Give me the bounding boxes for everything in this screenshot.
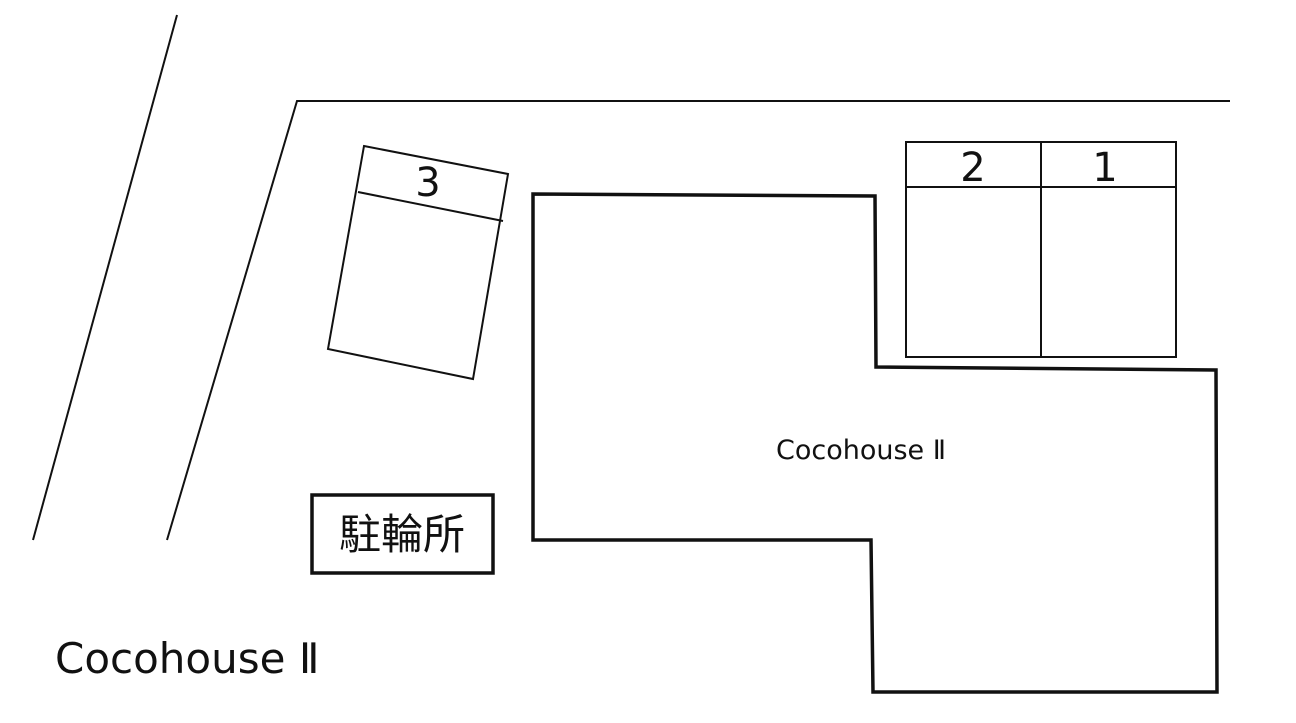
parking-space-3: 3 xyxy=(326,144,510,381)
parking-spaces-1-2: 2 1 xyxy=(905,141,1177,358)
lot-boundary xyxy=(166,100,1230,541)
parking-space-3-outline xyxy=(326,144,510,381)
parking-space-1-number: 1 xyxy=(1092,145,1117,191)
parking-space-2-number: 2 xyxy=(960,145,985,191)
diagram-caption: Cocohouse Ⅱ xyxy=(55,634,320,683)
parking-space-3-divider xyxy=(357,191,504,222)
parking-space-3-number: 3 xyxy=(415,160,440,206)
building-outline xyxy=(531,192,1219,694)
road-edge-left xyxy=(32,14,178,541)
building-label: Cocohouse Ⅱ xyxy=(776,435,946,466)
building-cocohouse: Cocohouse Ⅱ xyxy=(531,192,1219,694)
bicycle-parking: 駐輪所 xyxy=(310,493,495,575)
bicycle-parking-label: 駐輪所 xyxy=(339,510,465,559)
bicycle-parking-box xyxy=(310,493,495,575)
